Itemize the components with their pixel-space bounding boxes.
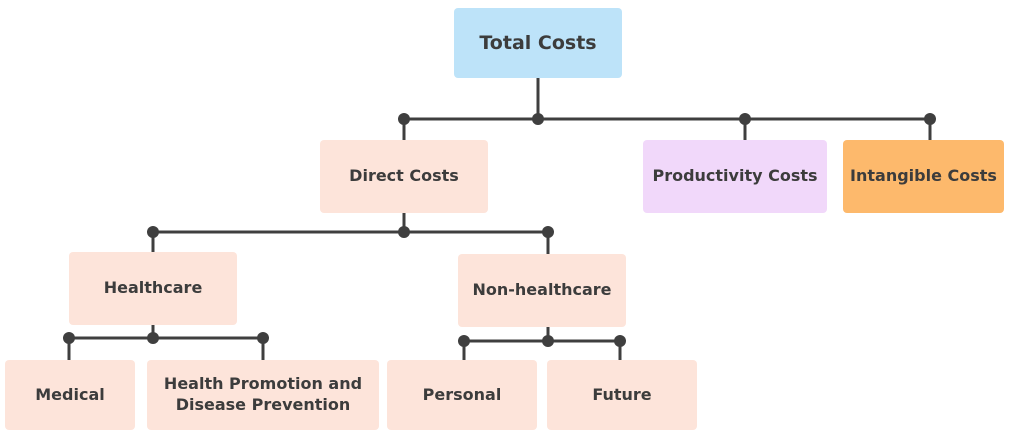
junction-dot — [257, 332, 269, 344]
junction-dot — [739, 113, 751, 125]
junction-dot — [147, 332, 159, 344]
node-health-promotion: Health Promotion and Disease Prevention — [147, 360, 379, 430]
node-future: Future — [547, 360, 697, 430]
node-label: Productivity Costs — [652, 166, 818, 186]
node-label: Health Promotion and Disease Prevention — [163, 374, 363, 414]
node-productivity-costs: Productivity Costs — [643, 140, 827, 213]
junction-dot — [614, 335, 626, 347]
junction-dot — [458, 335, 470, 347]
junction-dot — [924, 113, 936, 125]
node-label: Intangible Costs — [850, 166, 997, 186]
junction-dot — [63, 332, 75, 344]
node-total-costs: Total Costs — [454, 8, 622, 78]
node-label: Medical — [35, 384, 105, 404]
junction-dot — [398, 113, 410, 125]
node-healthcare: Healthcare — [69, 252, 237, 325]
junction-dot — [542, 335, 554, 347]
node-label: Future — [592, 384, 652, 404]
junction-dot — [147, 226, 159, 238]
junction-dot — [532, 113, 544, 125]
node-label: Direct Costs — [349, 166, 459, 186]
node-non-healthcare: Non-healthcare — [458, 254, 626, 327]
junction-dot — [542, 226, 554, 238]
node-intangible-costs: Intangible Costs — [843, 140, 1004, 213]
node-label: Personal — [422, 384, 502, 404]
node-personal: Personal — [387, 360, 537, 430]
node-label: Total Costs — [479, 31, 597, 54]
node-direct-costs: Direct Costs — [320, 140, 488, 213]
junction-dot — [398, 226, 410, 238]
node-label: Healthcare — [103, 278, 203, 298]
node-label: Non-healthcare — [472, 280, 612, 300]
node-medical: Medical — [5, 360, 135, 430]
